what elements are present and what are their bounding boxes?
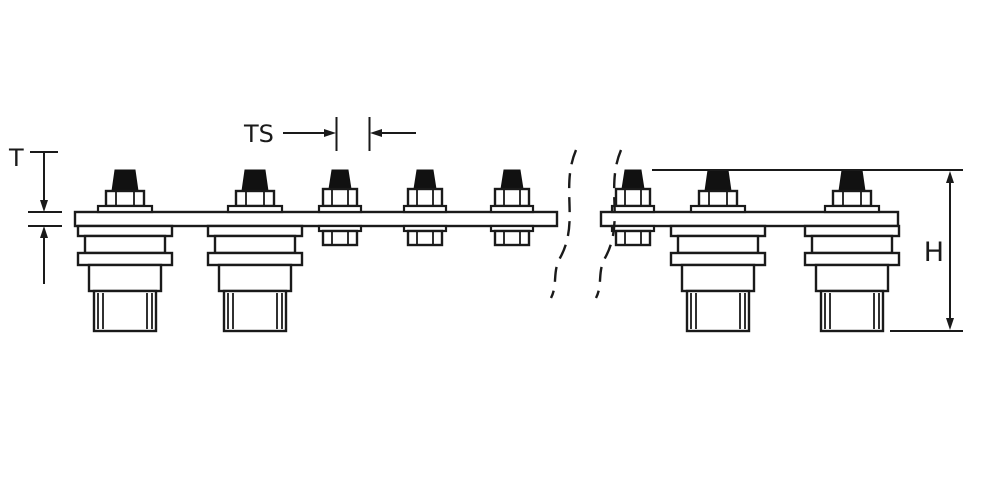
insulator-assembly-2 — [206, 168, 304, 333]
arrow-up — [40, 226, 48, 238]
break-line-left — [549, 149, 578, 299]
label-height: H — [924, 237, 944, 268]
stud-assembly-3 — [489, 168, 535, 247]
break-lines — [549, 149, 623, 299]
dimension-spacing: TS — [243, 117, 416, 151]
insulator-assembly-1 — [76, 168, 174, 333]
busbar-right-segment — [599, 210, 900, 228]
arrow-left — [370, 129, 382, 137]
break-line-right — [594, 149, 623, 299]
insulator-assembly-4 — [803, 168, 901, 333]
arrow-down — [40, 200, 48, 212]
stud-assembly-1 — [317, 168, 363, 247]
dimension-height: H — [652, 169, 963, 332]
stud-assembly-2 — [402, 168, 448, 247]
dimension-thickness: T — [8, 144, 62, 284]
label-thickness: T — [8, 144, 24, 172]
insulator-assembly-3 — [669, 168, 767, 333]
arrow-right — [324, 129, 336, 137]
busbar-left-segment — [73, 210, 559, 228]
label-spacing: TS — [243, 120, 274, 148]
arrow-down — [946, 318, 954, 330]
stud-assembly-4 — [610, 168, 656, 247]
arrow-up — [946, 171, 954, 183]
